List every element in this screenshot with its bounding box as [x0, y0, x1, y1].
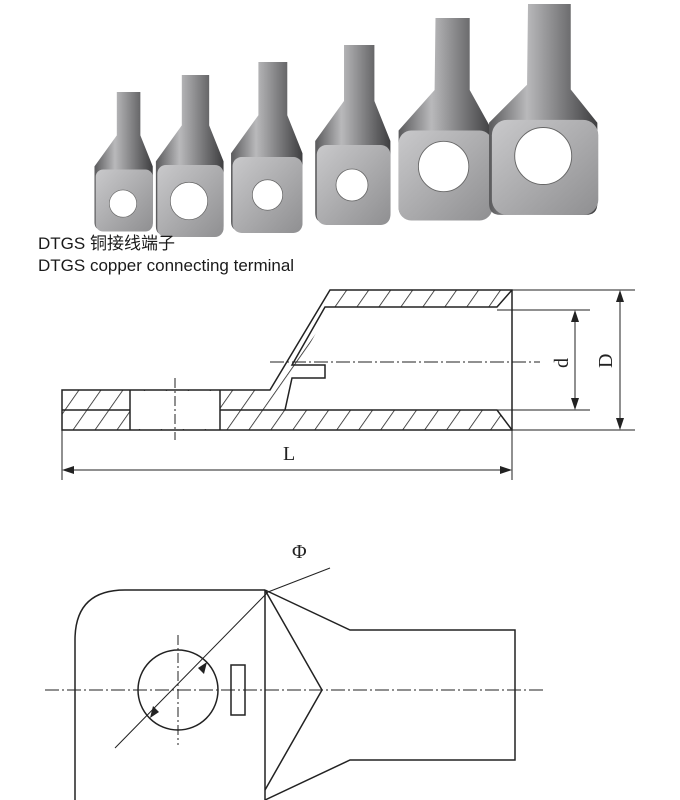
caption-english: DTGS copper connecting terminal	[38, 256, 295, 275]
top-view	[45, 567, 545, 800]
outer-diameter-label: D	[595, 354, 617, 368]
hole-diameter-label: Φ	[292, 541, 307, 563]
lug-5	[398, 18, 493, 221]
lug-2	[155, 75, 224, 237]
lug-3	[231, 62, 303, 233]
lug-6	[489, 4, 599, 215]
caption-chinese: DTGS 铜接线端子	[38, 234, 175, 253]
length-label: L	[283, 443, 295, 465]
inner-diameter-label: d	[551, 358, 573, 368]
lug-1	[94, 92, 153, 232]
side-section-view	[61, 289, 635, 480]
lug-4	[315, 45, 391, 225]
product-photo	[94, 4, 599, 237]
